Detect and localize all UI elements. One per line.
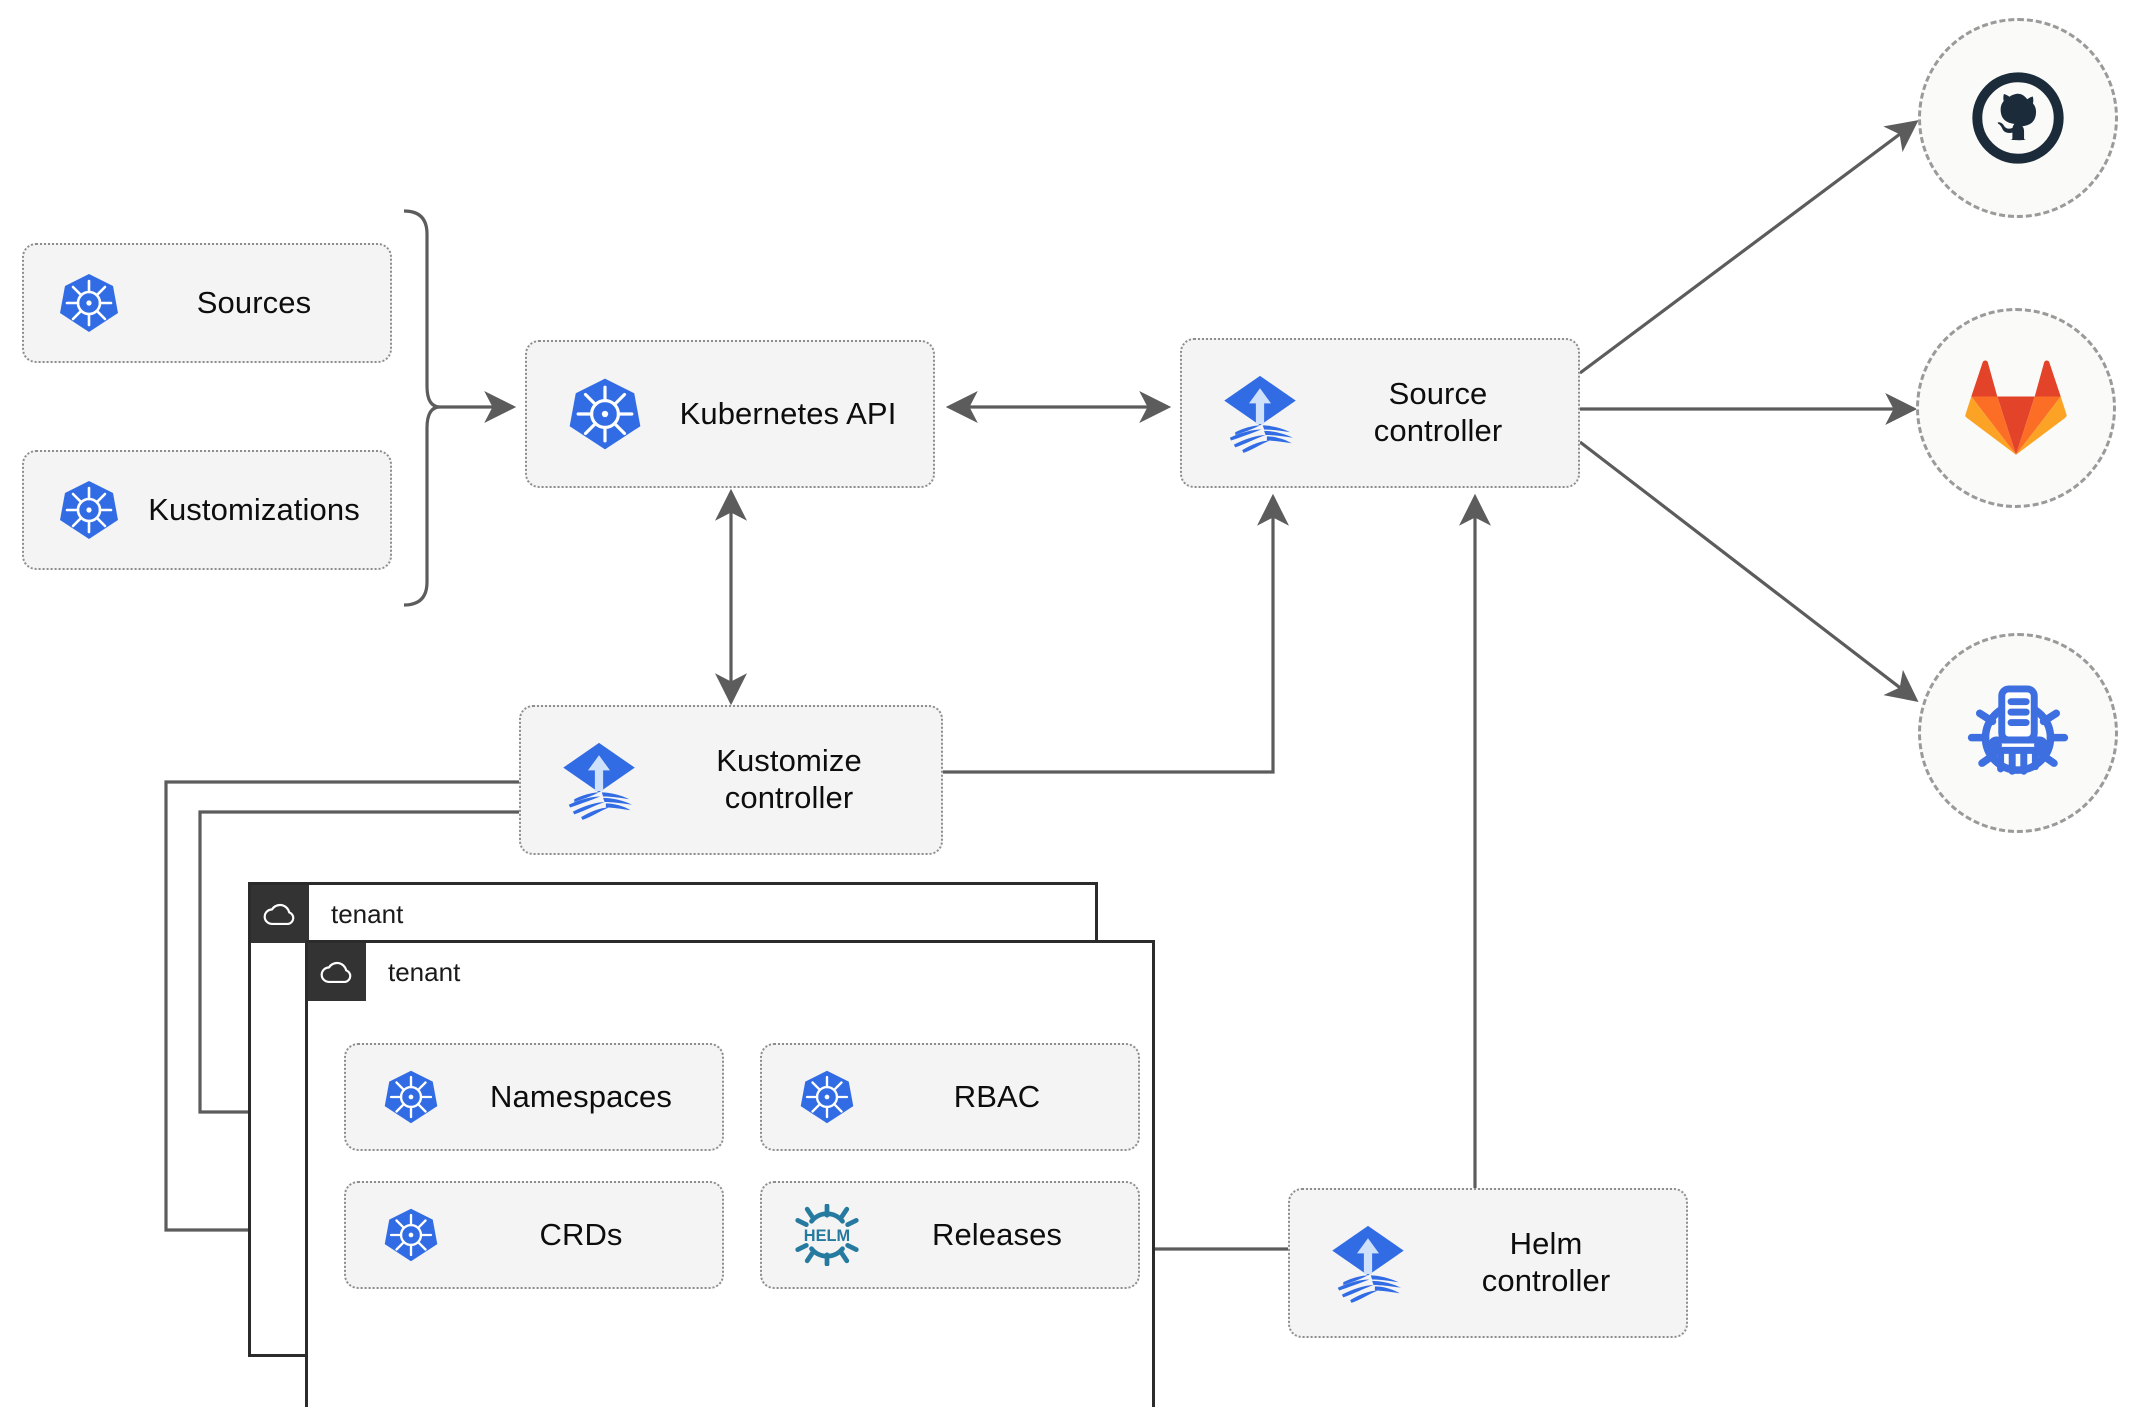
edge-source-to-github bbox=[1579, 120, 1919, 375]
node-label: Source controller bbox=[1312, 376, 1578, 449]
node-helm-controller[interactable]: Helm controller bbox=[1288, 1188, 1688, 1338]
node-sources[interactable]: Sources bbox=[22, 243, 392, 363]
node-source-controller[interactable]: Source controller bbox=[1180, 338, 1580, 488]
tenant-label: tenant bbox=[331, 898, 404, 929]
tenant-resource-grid: Namespaces bbox=[344, 1043, 1140, 1289]
node-label: Kubernetes API bbox=[679, 395, 897, 431]
kubernetes-icon bbox=[46, 478, 132, 542]
helm-icon: HELM bbox=[784, 1204, 870, 1266]
node-namespaces[interactable]: Namespaces bbox=[344, 1043, 724, 1151]
kubernetes-icon bbox=[368, 1068, 454, 1126]
edge-resources-bracket bbox=[403, 209, 441, 607]
node-kustomizations[interactable]: Kustomizations bbox=[22, 450, 392, 570]
flux-icon bbox=[1316, 1219, 1420, 1307]
provider-bucket[interactable] bbox=[1918, 633, 2118, 833]
tenant-header: tenant bbox=[308, 943, 460, 1001]
node-label: RBAC bbox=[953, 1078, 1041, 1114]
node-label: Releases bbox=[931, 1216, 1063, 1252]
tenant-label: tenant bbox=[388, 956, 461, 987]
node-label: Sources bbox=[196, 284, 312, 320]
provider-github[interactable] bbox=[1918, 18, 2118, 218]
node-label-line1: Kustomize bbox=[716, 743, 862, 779]
cloud-icon bbox=[308, 943, 366, 1001]
node-rbac[interactable]: RBAC bbox=[760, 1043, 1140, 1151]
node-label-line1: Helm bbox=[1509, 1226, 1583, 1262]
cloud-icon bbox=[251, 885, 309, 943]
provider-gitlab[interactable] bbox=[1916, 308, 2116, 508]
node-label-line2: controller bbox=[1373, 413, 1503, 448]
edge-kustomize-to-source bbox=[943, 493, 1289, 774]
kubernetes-icon bbox=[46, 271, 132, 335]
node-label: Kustomizations bbox=[148, 491, 360, 527]
edge-source-to-bucket bbox=[1579, 440, 1919, 702]
gitlab-icon bbox=[1965, 360, 2067, 455]
node-label: CRDs bbox=[539, 1216, 623, 1252]
node-kubernetes-api[interactable]: Kubernetes API bbox=[525, 340, 935, 488]
node-label: Helm controller bbox=[1420, 1226, 1686, 1299]
helm-repository-icon bbox=[1967, 685, 2069, 775]
node-kustomize-controller[interactable]: Kustomize controller bbox=[519, 705, 943, 855]
node-label-line1: Source bbox=[1388, 376, 1488, 412]
node-label: Kustomize controller bbox=[651, 743, 941, 816]
node-releases[interactable]: HELM Releases bbox=[760, 1181, 1140, 1289]
flux-icon bbox=[547, 736, 651, 824]
node-label-line2: controller bbox=[1481, 1263, 1611, 1298]
kubernetes-icon bbox=[368, 1206, 454, 1264]
node-label: Namespaces bbox=[490, 1078, 672, 1114]
node-label-line2: controller bbox=[724, 780, 854, 815]
kubernetes-icon bbox=[553, 375, 657, 453]
kubernetes-icon bbox=[784, 1068, 870, 1126]
tenant-header: tenant bbox=[251, 885, 403, 943]
node-crds[interactable]: CRDs bbox=[344, 1181, 724, 1289]
github-icon bbox=[1972, 72, 2064, 164]
flux-icon bbox=[1208, 369, 1312, 457]
helm-wordmark: HELM bbox=[804, 1227, 850, 1245]
tenant-inner[interactable]: tenant bbox=[305, 940, 1155, 1407]
